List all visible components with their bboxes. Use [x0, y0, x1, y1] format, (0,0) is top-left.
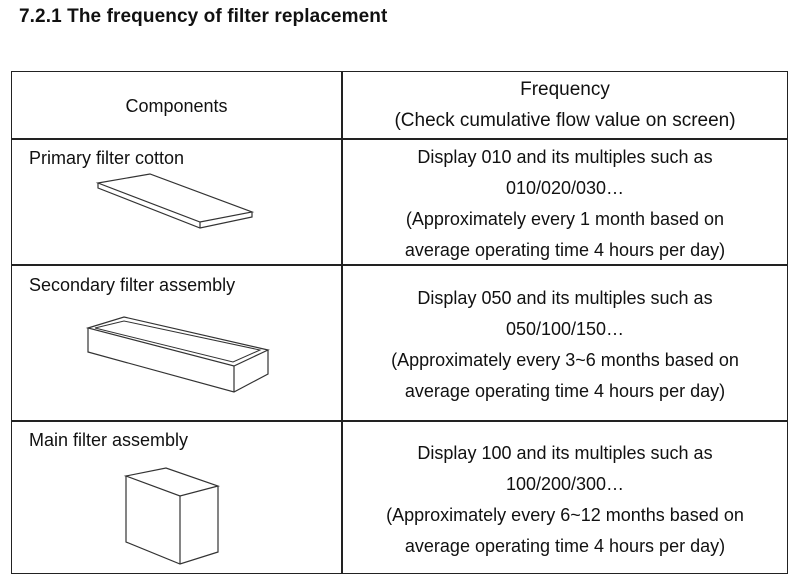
- column-divider: [341, 72, 343, 573]
- frequency-line: Display 100 and its multiples such as: [417, 443, 713, 463]
- frequency-line: average operating time 4 hours per day): [404, 381, 726, 401]
- row-divider: [12, 420, 787, 422]
- frequency-line: 050/100/150…: [505, 319, 625, 339]
- flat-filter-pad-icon: [95, 173, 255, 229]
- frequency-line: average operating time 4 hours per day): [404, 240, 726, 260]
- frequency-line: average operating time 4 hours per day): [404, 536, 726, 556]
- frequency-line: 010/020/030…: [505, 178, 625, 198]
- component-name: Primary filter cotton: [29, 148, 185, 168]
- frequency-line: Display 050 and its multiples such as: [417, 288, 713, 308]
- frequency-line: Display 010 and its multiples such as: [417, 147, 713, 167]
- component-name: Main filter assembly: [29, 430, 189, 450]
- row-divider: [12, 264, 787, 266]
- filter-tray-icon: [85, 316, 270, 393]
- component-name: Secondary filter assembly: [29, 275, 236, 295]
- frequency-header-note: (Check cumulative flow value on screen): [394, 110, 736, 131]
- frequency-line: (Approximately every 1 month based on: [405, 209, 725, 229]
- frequency-line: (Approximately every 3~6 months based on: [391, 350, 739, 370]
- frequency-cell: Display 050 and its multiples such as 05…: [342, 283, 788, 407]
- frequency-line: 100/200/300…: [505, 474, 625, 494]
- row-divider: [12, 138, 787, 140]
- page-title: 7.2.1 The frequency of filter replacemen…: [19, 6, 388, 27]
- frequency-line: (Approximately every 6~12 months based o…: [386, 505, 744, 525]
- filter-replacement-table: Components Frequency (Check cumulative f…: [11, 71, 788, 574]
- filter-box-icon: [123, 467, 221, 565]
- frequency-cell: Display 010 and its multiples such as 01…: [342, 142, 788, 266]
- frequency-header: Frequency: [520, 79, 610, 100]
- frequency-cell: Display 100 and its multiples such as 10…: [342, 438, 788, 562]
- components-header: Components: [125, 96, 228, 116]
